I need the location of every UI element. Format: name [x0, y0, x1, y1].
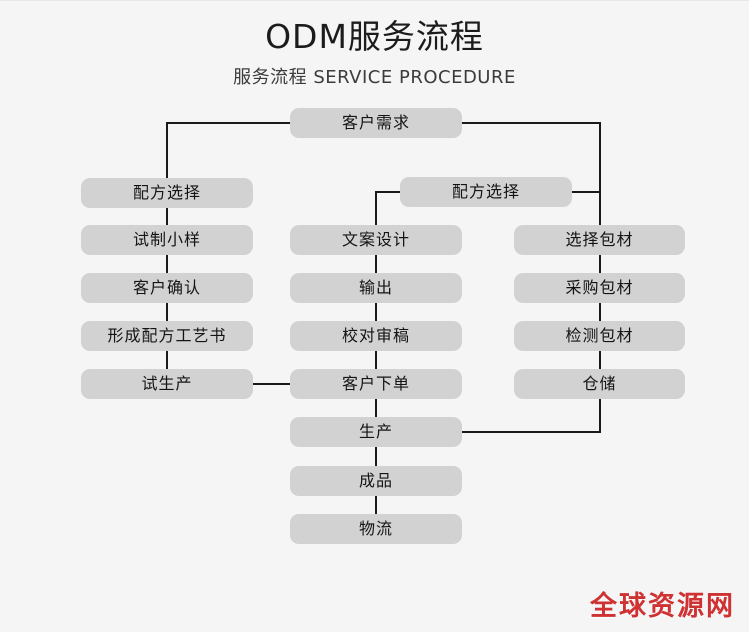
page-title: ODM服务流程: [265, 17, 484, 56]
node-copy-design[interactable]: 文案设计: [290, 225, 462, 255]
node-customer-confirmation[interactable]: 客户确认: [81, 273, 253, 303]
node-proofreading[interactable]: 校对审稿: [290, 321, 462, 351]
node-inspect-packaging[interactable]: 检测包材: [514, 321, 685, 351]
node-output[interactable]: 输出: [290, 273, 462, 303]
node-finished-product[interactable]: 成品: [290, 466, 462, 496]
node-trial-sample[interactable]: 试制小样: [81, 225, 253, 255]
edge-n6-n7: [375, 191, 400, 225]
node-logistics[interactable]: 物流: [290, 514, 462, 544]
site-watermark: 全球资源网: [590, 591, 735, 622]
node-trial-production[interactable]: 试生产: [81, 369, 253, 399]
node-formula-process-document[interactable]: 形成配方工艺书: [81, 321, 253, 351]
edge-n17-n11: [462, 399, 601, 433]
node-warehousing[interactable]: 仓储: [514, 369, 685, 399]
page-subtitle: 服务流程 SERVICE PROCEDURE: [233, 67, 516, 88]
edge-n0-n1: [166, 122, 290, 178]
node-formula-selection-right[interactable]: 配方选择: [400, 177, 572, 207]
node-select-packaging[interactable]: 选择包材: [514, 225, 685, 255]
node-purchase-packaging[interactable]: 采购包材: [514, 273, 685, 303]
node-customer-demand[interactable]: 客户需求: [290, 108, 462, 138]
node-production[interactable]: 生产: [290, 417, 462, 447]
title-block: ODM服务流程 服务流程 SERVICE PROCEDURE: [0, 15, 749, 93]
node-customer-order[interactable]: 客户下单: [290, 369, 462, 399]
node-formula-selection-left[interactable]: 配方选择: [81, 178, 253, 208]
